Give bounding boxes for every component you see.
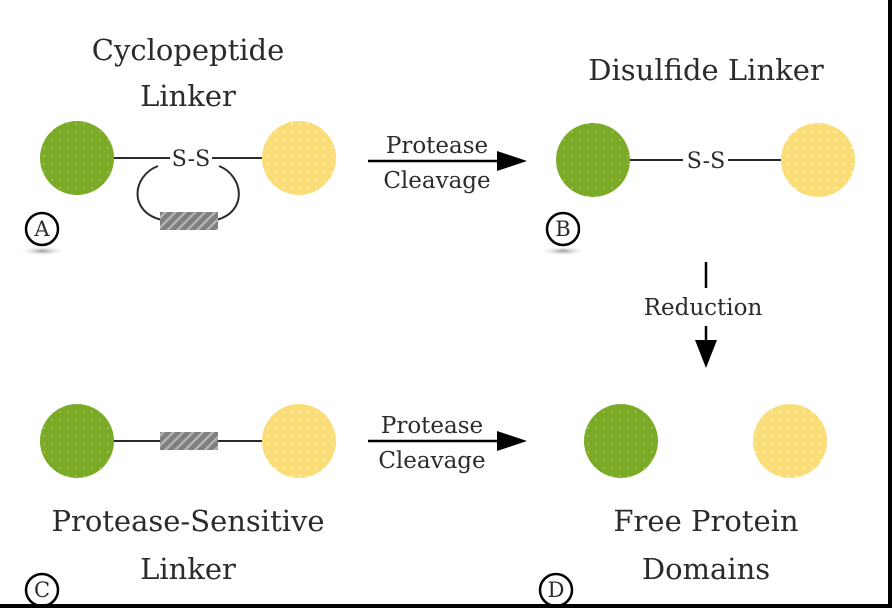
panel-a-green-domain-texture	[40, 121, 114, 195]
arrow-down-head	[695, 340, 717, 368]
panel-d-title-line2: Domains	[642, 552, 770, 586]
panel-d: Free Protein Domains D	[538, 404, 827, 608]
arrow-top: Protease Cleavage	[368, 133, 527, 194]
arrow-bottom: Protease Cleavage	[368, 413, 527, 474]
panel-d-marker-letter: D	[548, 578, 565, 602]
panel-a-yellow-domain-texture	[262, 121, 336, 195]
panel-b-title: Disulfide Linker	[588, 53, 824, 87]
panel-a-disulfide-label: S-S	[172, 147, 210, 172]
panel-c-marker-letter: C	[34, 578, 50, 602]
arrow-down: Reduction	[644, 262, 763, 368]
panel-a-peptide-block	[160, 212, 218, 230]
panel-c-title-line1: Protease-Sensitive	[51, 504, 324, 538]
arrow-top-label-line2: Cleavage	[383, 168, 490, 194]
panel-d-green-domain-texture	[584, 404, 658, 478]
panel-b-disulfide-label: S-S	[687, 149, 725, 174]
panel-d-title-line1: Free Protein	[613, 504, 798, 538]
arrow-bottom-head	[497, 431, 527, 451]
panel-a-marker-shadow	[18, 246, 66, 256]
panel-a-marker-letter: A	[33, 217, 50, 241]
arrow-down-label: Reduction	[644, 295, 763, 321]
panel-b-yellow-domain-texture	[781, 123, 855, 197]
panel-c-yellow-domain-texture	[262, 404, 336, 478]
panel-a: Cyclopeptide Linker S-S A	[18, 33, 336, 256]
panel-a-loop-right	[215, 165, 240, 221]
arrow-bottom-label-line1: Protease	[381, 413, 483, 439]
panel-b: Disulfide Linker S-S B	[539, 53, 855, 256]
panel-b-marker	[545, 211, 581, 247]
arrow-top-label-line1: Protease	[386, 133, 488, 159]
arrow-bottom-label-line2: Cleavage	[378, 448, 485, 474]
panel-a-marker	[24, 211, 60, 247]
panel-a-loop-left	[136, 165, 163, 221]
panel-b-marker-letter: B	[555, 217, 570, 241]
panel-a-title-line2: Linker	[140, 79, 236, 113]
panel-c: Protease-Sensitive Linker C	[24, 404, 336, 608]
panel-c-peptide-block	[160, 432, 218, 450]
panel-c-title-line2: Linker	[140, 552, 236, 586]
panel-d-yellow-domain-texture	[753, 404, 827, 478]
panel-a-title-line1: Cyclopeptide	[92, 33, 285, 67]
arrow-top-head	[497, 151, 527, 171]
panel-c-green-domain-texture	[40, 404, 114, 478]
panel-b-green-domain-texture	[556, 123, 630, 197]
panel-b-marker-shadow	[539, 246, 587, 256]
